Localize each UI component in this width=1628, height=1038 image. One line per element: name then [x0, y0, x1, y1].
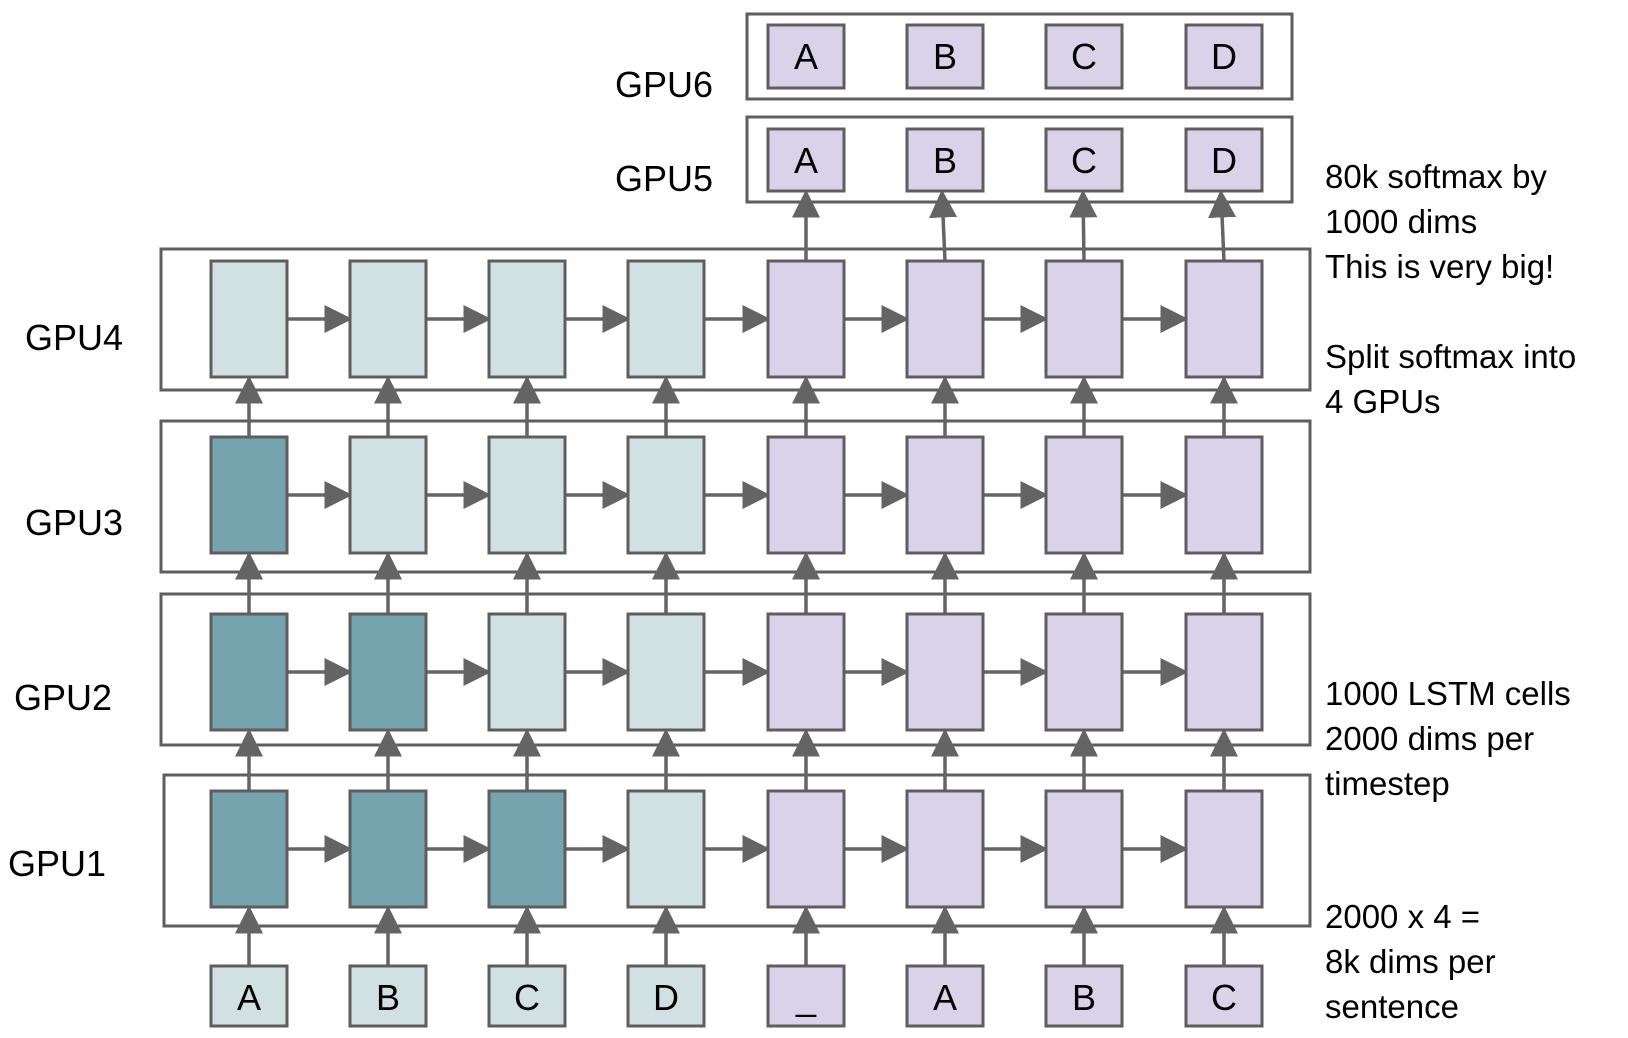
input-token-2 [348, 964, 428, 1028]
lstm-cell-l1-t7 [1044, 789, 1124, 909]
gpu6-output-label-1: A [794, 36, 818, 77]
gpu6-output-3 [1044, 23, 1124, 90]
lstm-cell-l4-t1 [209, 259, 289, 379]
gpu6-output-1 [766, 23, 846, 90]
gpu5-output-1 [766, 127, 846, 193]
input-token-1 [209, 964, 289, 1028]
note-dims-line2: 8k dims per [1325, 943, 1496, 980]
note-lstm-line3: timestep [1325, 765, 1450, 802]
note-dims-line3: sentence [1325, 988, 1459, 1025]
note-split-line1: Split softmax into [1325, 338, 1576, 375]
input-token-label-7: B [1072, 977, 1096, 1018]
note-softmax-line3: This is very big! [1325, 248, 1554, 285]
lstm-cell-l2-t4 [626, 612, 706, 732]
gpu6-output-label-2: B [933, 36, 957, 77]
note-dims-line1: 2000 x 4 = [1325, 898, 1480, 935]
lstm-cell-l3-t2 [348, 435, 428, 555]
layer-frames [159, 12, 1312, 928]
lstm-cell-l3-t1 [209, 435, 289, 555]
lstm-cell-l3-t4 [626, 435, 706, 555]
gpu1-label: GPU1 [8, 843, 106, 884]
lstm-cell-l2-t3 [487, 612, 567, 732]
gpu5-label: GPU5 [615, 158, 713, 199]
lstm-cell-l4-t5 [766, 259, 846, 379]
gpu3-label: GPU3 [25, 502, 123, 543]
lstm-cell-l1-t3 [487, 789, 567, 909]
lstm-cell-l2-t5 [766, 612, 846, 732]
input-token-5 [766, 964, 846, 1028]
gpu2-label: GPU2 [14, 677, 112, 718]
input-token-label-8: C [1211, 977, 1237, 1018]
notes: 80k softmax by 1000 dims This is very bi… [1325, 158, 1576, 1025]
lstm-cell-l1-t8 [1184, 789, 1264, 909]
lstm-cell-l4-t3 [487, 259, 567, 379]
lstm-cell-l1-t5 [766, 789, 846, 909]
lstm-cell-l3-t7 [1044, 435, 1124, 555]
lstm-cell-l2-t7 [1044, 612, 1124, 732]
lstm-cell-l2-t2 [348, 612, 428, 732]
input-token-3 [487, 964, 567, 1028]
gpu6-label: GPU6 [615, 64, 713, 105]
lstm-cell-l3-t6 [905, 435, 985, 555]
note-lstm-line2: 2000 dims per [1325, 720, 1534, 757]
note-softmax-line1: 80k softmax by [1325, 158, 1547, 195]
gpu6-output-4 [1184, 23, 1264, 90]
gpu5-output-2 [905, 127, 985, 193]
gpu5-output-label-3: C [1071, 140, 1097, 181]
lstm-cell-l3-t3 [487, 435, 567, 555]
gpu6-output-2 [905, 23, 985, 90]
gpu6-output-label-3: C [1071, 36, 1097, 77]
gpu5-output-label-2: B [933, 140, 957, 181]
cells: A B C D _ A B C A B C D A B C D [209, 23, 1264, 1028]
lstm-cell-l2-t1 [209, 612, 289, 732]
input-token-label-1: A [237, 977, 261, 1018]
gpu5-output-label-4: D [1211, 140, 1237, 181]
lstm-cell-l4-t8 [1184, 259, 1264, 379]
note-split-line2: 4 GPUs [1325, 383, 1441, 420]
arrows [235, 189, 1238, 966]
arrow-to-softmax-3 [1069, 189, 1098, 262]
lstm-cell-l2-t6 [905, 612, 985, 732]
lstm-cell-l3-t8 [1184, 435, 1264, 555]
input-token-label-4: D [653, 977, 679, 1018]
gpu5-output-4 [1184, 127, 1264, 193]
lstm-cell-l4-t6 [905, 259, 985, 379]
gpu5-output-label-1: A [794, 140, 818, 181]
input-token-4 [626, 964, 706, 1028]
gpu5-output-3 [1044, 127, 1124, 193]
arrow-to-softmax-4 [1208, 189, 1237, 262]
gpu2-frame [159, 592, 1312, 747]
lstm-cell-l1-t1 [209, 789, 289, 909]
lstm-cell-l4-t7 [1044, 259, 1124, 379]
lstm-cell-l2-t8 [1184, 612, 1264, 732]
lstm-cell-l1-t4 [626, 789, 706, 909]
note-lstm-line1: 1000 LSTM cells [1325, 675, 1571, 712]
gpu6-output-label-4: D [1211, 36, 1237, 77]
lstm-cell-l3-t5 [766, 435, 846, 555]
input-token-8 [1184, 964, 1264, 1028]
input-token-6 [905, 964, 985, 1028]
lstm-cell-l4-t4 [626, 259, 706, 379]
lstm-cell-l1-t2 [348, 789, 428, 909]
gpu-labels: GPU6 GPU5 GPU4 GPU3 GPU2 GPU1 [8, 64, 713, 884]
input-token-7 [1044, 964, 1124, 1028]
lstm-cell-l4-t2 [348, 259, 428, 379]
input-token-label-6: A [933, 977, 957, 1018]
gpu4-label: GPU4 [25, 317, 123, 358]
note-softmax-line2: 1000 dims [1325, 203, 1477, 240]
arrow-to-softmax-2 [929, 189, 958, 262]
input-token-label-3: C [514, 977, 540, 1018]
lstm-cell-l1-t6 [905, 789, 985, 909]
input-token-label-5: _ [795, 977, 817, 1018]
input-token-label-2: B [376, 977, 400, 1018]
